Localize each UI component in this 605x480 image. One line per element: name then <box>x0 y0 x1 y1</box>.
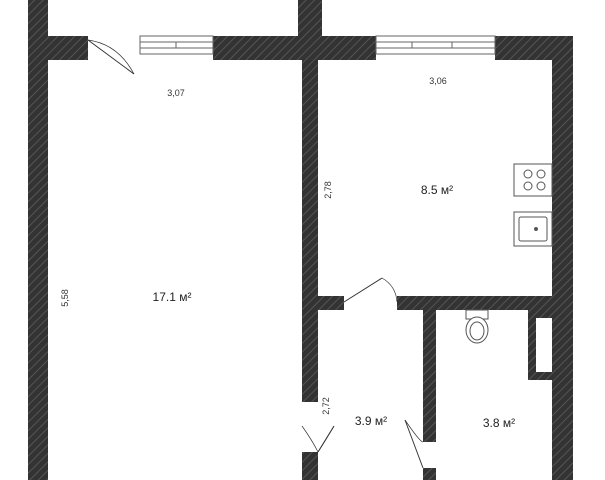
door-kitchen <box>343 277 398 303</box>
dim-hall-length: 2,72 <box>321 397 331 415</box>
door-main-room <box>87 39 135 75</box>
wall-partition-vertical-low <box>302 452 318 480</box>
wall-top-stub-left <box>28 0 48 36</box>
stove-icon <box>513 163 553 197</box>
sink-icon <box>513 211 553 247</box>
wall-outer-right <box>552 36 573 480</box>
wall-bath-niche <box>528 310 552 318</box>
room-area-kitchen: 8.5 м² <box>421 183 453 197</box>
dim-kitchen-width: 3,06 <box>429 76 447 86</box>
wall-top-stub-mid-right <box>318 0 322 36</box>
wall-bath-niche-side <box>528 310 536 380</box>
dim-kitchen-length: 2,78 <box>323 181 333 199</box>
room-area-bathroom: 3.8 м² <box>483 416 515 430</box>
wall-outer-left <box>28 36 48 480</box>
walls <box>28 0 573 480</box>
wall-partition-top <box>298 36 376 60</box>
wall-bath-left-low <box>423 468 436 480</box>
door-bathroom <box>404 419 424 469</box>
wall-kitchen-bottom-right <box>397 296 552 310</box>
dim-main-room-length: 5,58 <box>60 289 70 307</box>
wall-top-left-b <box>213 36 298 60</box>
wall-kitchen-bottom-left <box>318 296 344 310</box>
room-area-hall: 3.9 м² <box>355 414 387 428</box>
wall-bath-niche-bottom <box>528 372 552 380</box>
door-hall-entry <box>301 425 335 453</box>
window-left <box>139 35 214 55</box>
toilet-icon <box>465 309 489 344</box>
wall-bath-left <box>423 310 436 442</box>
doors <box>87 39 424 469</box>
window-right <box>375 35 496 55</box>
wall-top-stub-mid-left <box>298 0 318 36</box>
wall-top-left-a <box>48 36 88 60</box>
wall-partition-vertical <box>302 60 318 402</box>
room-area-main: 17.1 м² <box>153 290 192 304</box>
dim-main-room-width: 3,07 <box>167 88 185 98</box>
